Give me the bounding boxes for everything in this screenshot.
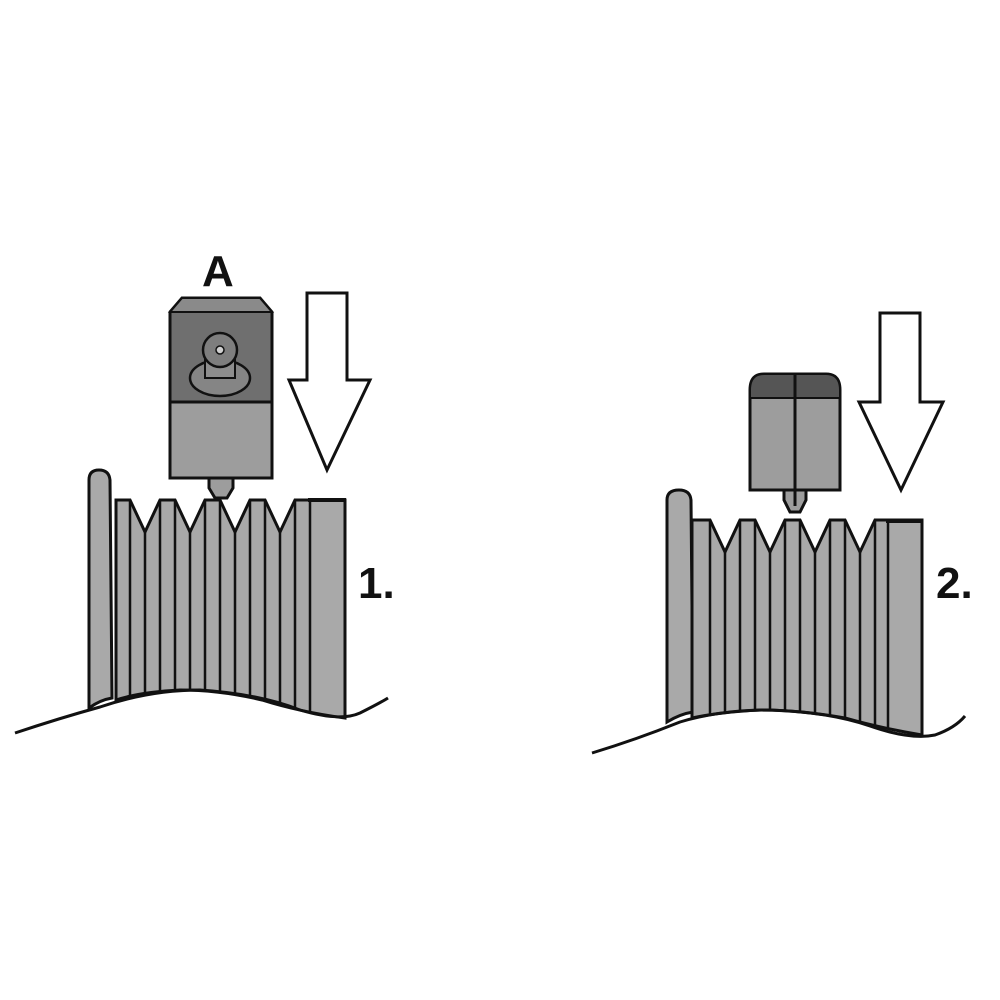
step-1-pulley-flange <box>87 468 114 711</box>
step-2-down-arrow <box>856 311 946 494</box>
tool-a <box>167 296 275 500</box>
step-1-rib-lines <box>114 500 312 712</box>
step-2-pulley <box>665 488 924 737</box>
tool-a-tip <box>207 476 235 500</box>
step-2-pulley-flange <box>665 488 695 725</box>
tool-a-lower-block <box>168 400 274 480</box>
step-2-rib-lines <box>708 520 890 729</box>
step-1-pulley <box>87 468 347 720</box>
step-2-label: 2. <box>936 559 973 608</box>
tool-a-top-bevel <box>167 297 275 313</box>
step-2-illustration <box>591 311 967 755</box>
tool-a-label: A <box>202 247 234 296</box>
step-1-illustration <box>14 291 389 735</box>
step-1-label: 1. <box>358 559 395 608</box>
step-1-ground-line <box>14 688 389 735</box>
step-2-tool <box>748 372 842 514</box>
step-2-ground-line <box>591 708 967 755</box>
tool-a-boss-hole <box>215 345 225 355</box>
step-1-down-arrow <box>286 291 373 474</box>
